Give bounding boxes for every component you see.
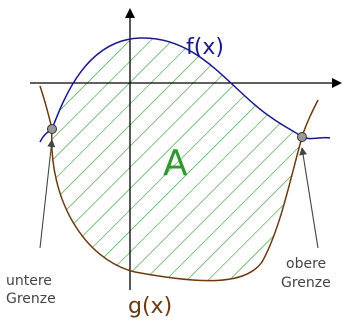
area-label: A xyxy=(163,143,188,184)
lower-bound-label-line1: untere xyxy=(6,273,52,289)
lower-bound-arrow xyxy=(39,139,56,249)
upper-bound-arrow xyxy=(299,147,319,249)
upper-bound-label-line2: Grenze xyxy=(281,275,331,291)
lower-bound-label-line2: Grenze xyxy=(6,291,56,307)
f-label: f(x) xyxy=(186,35,224,60)
upper-bound-point xyxy=(297,132,307,142)
g-label: g(x) xyxy=(128,294,172,319)
lower-bound-point xyxy=(47,124,57,134)
upper-bound-label-line1: obere xyxy=(286,256,326,272)
